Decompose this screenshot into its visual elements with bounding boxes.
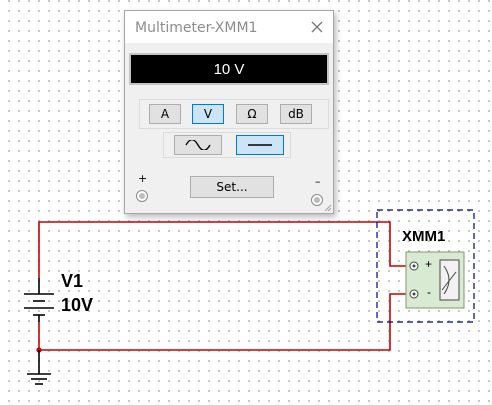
- decibel-mode-button[interactable]: dB: [280, 104, 312, 124]
- xmm1-symbol[interactable]: [405, 251, 465, 309]
- ammeter-mode-button[interactable]: A: [149, 104, 181, 124]
- ammeter-mode-label: A: [160, 107, 170, 121]
- source-name-label: V1: [61, 271, 84, 291]
- wire-bottom[interactable]: [38, 293, 408, 351]
- ac-wave-icon: [185, 140, 211, 150]
- ground-symbol[interactable]: [27, 350, 51, 385]
- set-button-label: Set...: [216, 180, 248, 194]
- multimeter-window[interactable]: Multimeter-XMM1 10 V A V Ω dB: [124, 10, 334, 214]
- meter-minus-label: -: [427, 285, 431, 299]
- positive-terminal-label: +: [138, 172, 148, 185]
- wire-top[interactable]: [38, 221, 408, 278]
- readout-value: 10 V: [213, 60, 245, 78]
- readout-display: 10 V: [129, 53, 329, 85]
- battery-v1-symbol[interactable]: [24, 278, 54, 322]
- voltmeter-mode-label: V: [203, 107, 213, 121]
- meter-name-label: XMM1: [402, 228, 446, 245]
- wires[interactable]: [36, 221, 408, 353]
- signal-type-group: [163, 132, 291, 158]
- resize-grip-icon[interactable]: [323, 203, 332, 212]
- decibel-mode-label: dB: [288, 107, 304, 121]
- source-value-label: 10V: [61, 295, 94, 315]
- set-button[interactable]: Set...: [190, 176, 274, 198]
- dc-mode-button[interactable]: [236, 135, 284, 155]
- negative-terminal[interactable]: [311, 194, 323, 206]
- dc-line-icon: [248, 144, 272, 146]
- ac-mode-button[interactable]: [174, 135, 222, 155]
- multimeter-titlebar[interactable]: Multimeter-XMM1: [125, 11, 333, 43]
- close-button[interactable]: [305, 15, 329, 39]
- close-icon: [311, 21, 323, 33]
- negative-terminal-label: –: [315, 175, 321, 188]
- meter-plus-label: +: [425, 257, 433, 271]
- ohmmeter-mode-label: Ω: [247, 107, 257, 121]
- voltmeter-mode-button[interactable]: V: [192, 104, 224, 124]
- xmm1-selection-box[interactable]: [376, 209, 475, 323]
- positive-terminal[interactable]: [136, 190, 148, 202]
- mode-button-group: A V Ω dB: [139, 99, 329, 129]
- window-title: Multimeter-XMM1: [135, 20, 258, 36]
- ohmmeter-mode-button[interactable]: Ω: [236, 104, 268, 124]
